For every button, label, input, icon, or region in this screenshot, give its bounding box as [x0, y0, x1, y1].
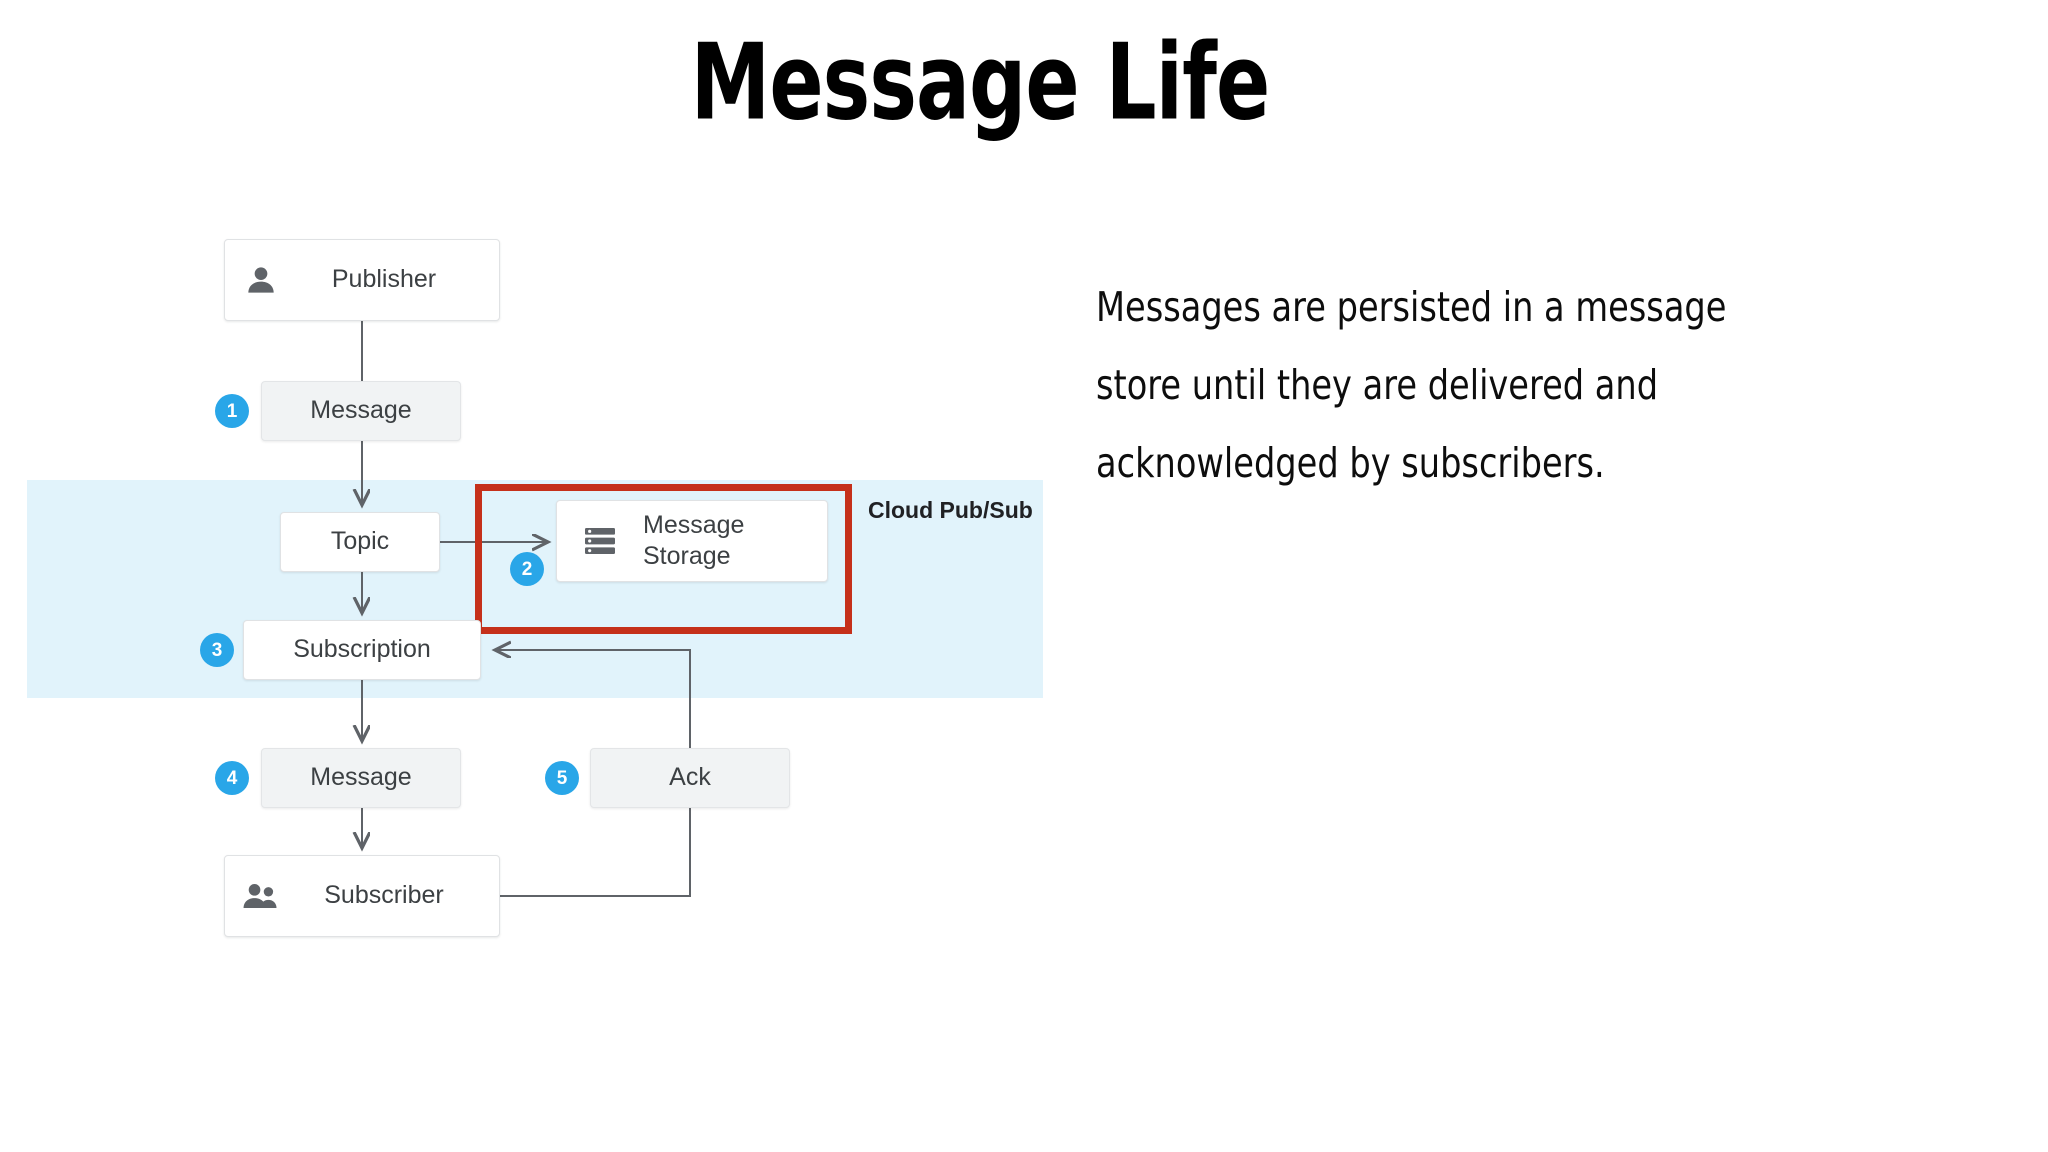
node-ack-label: Ack — [669, 763, 711, 792]
node-message-upstream-label: Message — [310, 396, 412, 425]
people-icon — [225, 875, 297, 917]
node-subscription-label: Subscription — [293, 635, 431, 664]
step-badge-3: 3 — [200, 633, 234, 667]
step-badge-2: 2 — [510, 552, 544, 586]
cloud-pubsub-band — [27, 480, 1043, 698]
person-icon — [225, 261, 297, 299]
message-storage-highlight — [475, 484, 852, 634]
server-storage-icon — [557, 521, 643, 561]
node-message-downstream[interactable]: Message — [261, 748, 461, 808]
node-topic-label: Topic — [330, 527, 390, 556]
step-badge-1: 1 — [215, 394, 249, 428]
description-text: Messages are persisted in a message stor… — [1096, 283, 1727, 487]
node-message-upstream[interactable]: Message — [261, 381, 461, 441]
node-publisher[interactable]: Publisher — [224, 239, 500, 321]
node-message-storage-label-line1: Message — [643, 510, 745, 539]
cloud-pubsub-label: Cloud Pub/Sub — [868, 497, 1033, 523]
node-message-downstream-label: Message — [310, 763, 412, 792]
node-topic[interactable]: Topic — [280, 512, 440, 572]
message-life-diagram: Publisher Message Topic Message Storage … — [0, 0, 1120, 1000]
node-message-storage[interactable]: Message Storage — [556, 500, 828, 582]
node-subscriber[interactable]: Subscriber — [224, 855, 500, 937]
node-subscription[interactable]: Subscription — [243, 620, 481, 680]
node-message-storage-label-line2: Storage — [643, 542, 731, 570]
node-subscriber-label: Subscriber — [324, 881, 444, 910]
node-publisher-label: Publisher — [331, 265, 437, 294]
step-badge-4: 4 — [215, 761, 249, 795]
node-ack[interactable]: Ack — [590, 748, 790, 808]
node-message-storage-label: Message Storage — [643, 510, 827, 573]
page-title: Message Life — [690, 22, 1271, 144]
step-badge-5: 5 — [545, 761, 579, 795]
